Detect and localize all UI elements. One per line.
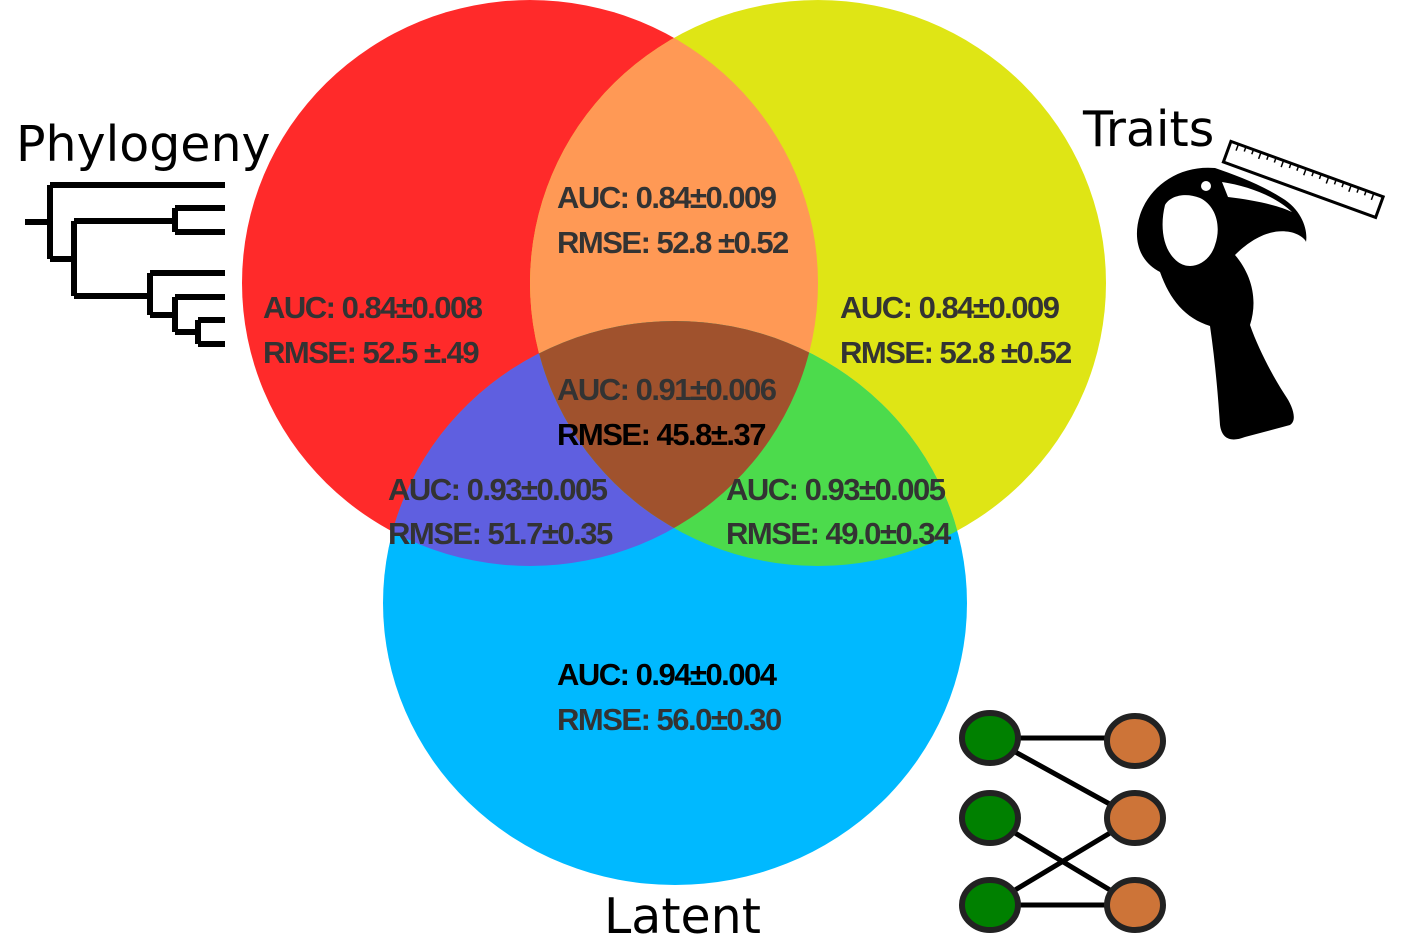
latent-only-auc: AUC: 0.94±0.004 — [557, 657, 778, 692]
traits-label: Traits — [1082, 101, 1214, 158]
traits-only-rmse: RMSE: 52.8 ±0.52 — [840, 335, 1071, 370]
phylogeny-latent-auc: AUC: 0.93±0.005 — [388, 472, 608, 507]
phylogeny-only-rmse: RMSE: 52.5 ±.49 — [263, 335, 479, 370]
phylogeny-label: Phylogeny — [16, 116, 271, 173]
bipartite-network-icon — [959, 710, 1166, 933]
phylogenetic-tree-icon — [25, 182, 225, 347]
network-left-node — [959, 877, 1021, 933]
traits-latent-overlap — [530, 321, 967, 566]
network-left-node — [959, 790, 1021, 846]
phylogeny-latent-rmse: RMSE: 51.7±0.35 — [388, 516, 613, 551]
toucan-eye — [1201, 181, 1211, 191]
network-right-node — [1104, 713, 1166, 769]
traits-only-auc: AUC: 0.84±0.009 — [840, 290, 1060, 325]
traits-latent-rmse: RMSE: 49.0±0.34 — [726, 516, 952, 551]
ruler-icon — [1221, 139, 1386, 220]
phylogeny-only-auc: AUC: 0.84±0.008 — [263, 290, 483, 325]
all-three-auc: AUC: 0.91±0.006 — [557, 372, 777, 407]
network-left-node — [959, 710, 1021, 766]
toucan-with-ruler-icon — [1136, 139, 1386, 440]
phylogeny-traits-auc: AUC: 0.84±0.009 — [557, 180, 777, 215]
phylogeny-traits-rmse: RMSE: 52.8 ±0.52 — [557, 225, 788, 260]
toucan-body — [1136, 167, 1307, 440]
toucan-chest — [1162, 195, 1218, 266]
latent-only-rmse: RMSE: 56.0±0.30 — [557, 702, 781, 737]
latent-label: Latent — [604, 888, 761, 945]
all-three-rmse: RMSE: 45.8±.37 — [557, 417, 765, 452]
network-right-node — [1104, 790, 1166, 846]
phylogeny-latent-overlap — [383, 321, 818, 566]
toucan-beak-stripe — [1222, 182, 1292, 212]
traits-latent-auc: AUC: 0.93±0.005 — [726, 472, 946, 507]
network-right-node — [1104, 877, 1166, 933]
